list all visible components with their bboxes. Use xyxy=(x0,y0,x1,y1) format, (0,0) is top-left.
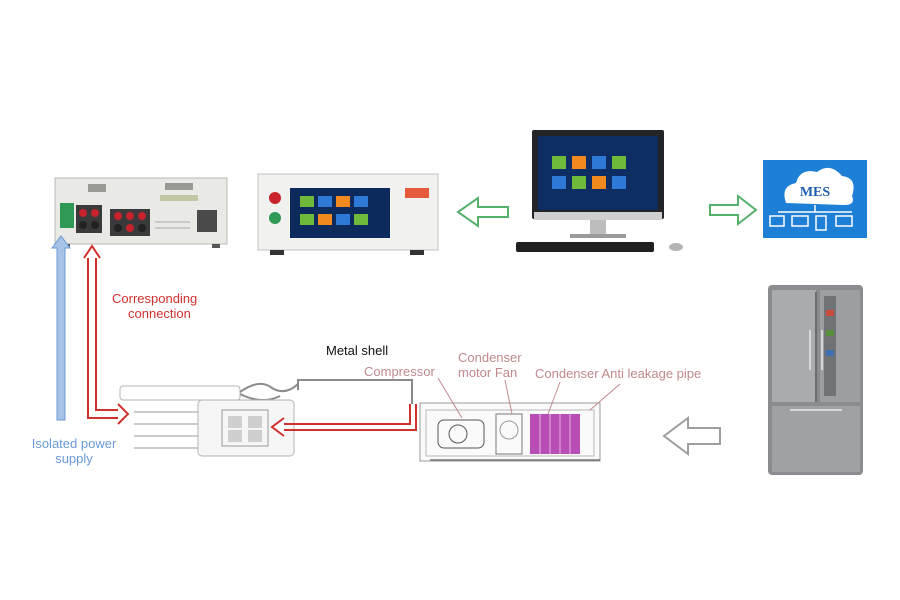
metal-shell-label: Metal shell xyxy=(326,343,389,358)
condenser-line1: Condenser xyxy=(458,350,522,365)
test-fixture-icon xyxy=(119,382,299,457)
corresponding-connection-label: Corresponding connection xyxy=(112,291,197,321)
isolated-power-label: Isolated power supply xyxy=(18,436,130,466)
corresponding-connection-arrow xyxy=(83,244,130,425)
isolated-power-arrow xyxy=(51,235,71,421)
refrigerator-internal-diagram-icon xyxy=(419,402,601,462)
green-arrow-right xyxy=(709,193,758,227)
desktop-computer-icon xyxy=(516,130,683,252)
compressor-label: Compressor xyxy=(364,364,435,379)
fridge-to-fixture-arrow xyxy=(270,404,417,437)
component-callout-lines xyxy=(437,377,621,419)
green-arrow-left xyxy=(456,196,509,228)
metal-shell-callout xyxy=(297,379,413,404)
gray-arrow-left xyxy=(662,416,721,456)
refrigerator-icon xyxy=(768,285,863,475)
motor-fan: motor Fan xyxy=(458,365,518,380)
mes-cloud-icon: MES xyxy=(763,160,867,238)
isolated-power-line1: Isolated power xyxy=(31,436,117,451)
mes-label: MES xyxy=(800,185,831,200)
tester-front-panel-icon xyxy=(257,173,439,255)
isolated-power-line2: supply xyxy=(55,451,93,466)
condenser-anti-leakage-label: Condenser Anti leakage pipe xyxy=(535,366,702,381)
condenser-motor-fan-label: Condenser motor Fan xyxy=(458,350,522,380)
corresponding-connection-line2: connection xyxy=(128,306,191,321)
tester-rear-panel-icon xyxy=(54,177,228,248)
corresponding-connection-line1: Corresponding xyxy=(112,291,198,306)
